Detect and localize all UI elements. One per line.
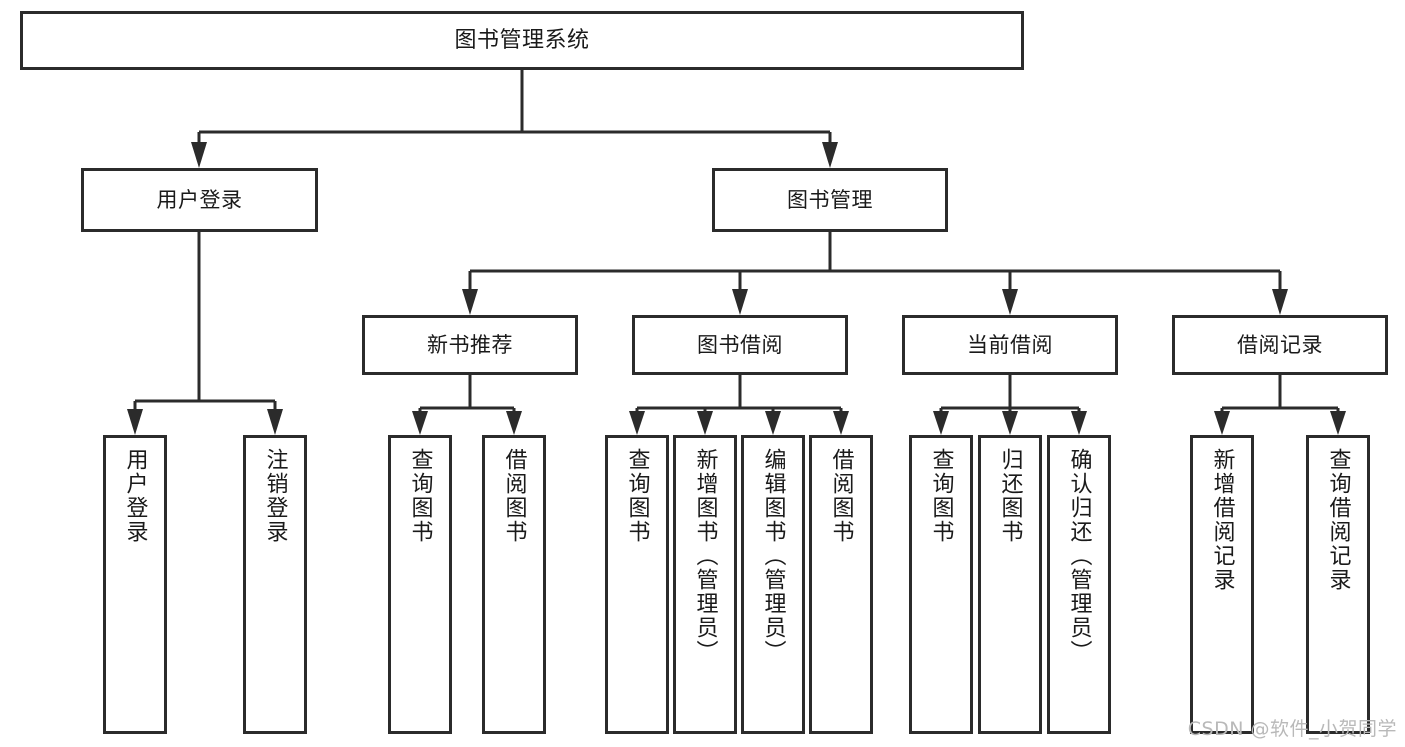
node-label: 查询图书 <box>624 448 650 544</box>
node-label: 查询借阅记录 <box>1325 448 1351 592</box>
watermark-text: CSDN @软件_小贺同学 <box>1187 718 1397 740</box>
leaf-record-add-borrow-record[interactable]: 新增借阅记录 <box>1190 435 1254 734</box>
leaf-current-query-book[interactable]: 查询图书 <box>909 435 973 734</box>
node-label: 查询图书 <box>928 448 954 544</box>
node-label: 新增图书（管理员） <box>692 448 718 664</box>
leaf-recommend-query-book[interactable]: 查询图书 <box>388 435 452 734</box>
leaf-borrow-borrow-book[interactable]: 借阅图书 <box>809 435 873 734</box>
node-label: 借阅记录 <box>1237 332 1323 357</box>
leaf-logout[interactable]: 注销登录 <box>243 435 307 734</box>
leaf-user-login[interactable]: 用户登录 <box>103 435 167 734</box>
leaf-current-return-book[interactable]: 归还图书 <box>978 435 1042 734</box>
node-book-management[interactable]: 图书管理 <box>712 168 948 232</box>
node-label: 借阅图书 <box>828 448 854 544</box>
node-label: 注销登录 <box>262 448 288 544</box>
node-current-borrow[interactable]: 当前借阅 <box>902 315 1118 375</box>
node-label: 图书借阅 <box>697 332 783 357</box>
node-label: 编辑图书（管理员） <box>760 448 786 664</box>
node-label: 用户登录 <box>156 187 243 212</box>
node-new-book-recommend[interactable]: 新书推荐 <box>362 315 578 375</box>
leaf-recommend-borrow-book[interactable]: 借阅图书 <box>482 435 546 734</box>
node-user-login[interactable]: 用户登录 <box>81 168 318 232</box>
leaf-record-query-borrow-record[interactable]: 查询借阅记录 <box>1306 435 1370 734</box>
leaf-current-confirm-return-admin[interactable]: 确认归还（管理员） <box>1047 435 1111 734</box>
node-label: 借阅图书 <box>501 448 527 544</box>
node-book-borrow[interactable]: 图书借阅 <box>632 315 848 375</box>
node-label: 查询图书 <box>407 448 433 544</box>
node-label: 新书推荐 <box>427 332 513 357</box>
node-label: 当前借阅 <box>967 332 1053 357</box>
node-label: 用户登录 <box>122 448 148 544</box>
leaf-borrow-query-book[interactable]: 查询图书 <box>605 435 669 734</box>
node-label: 确认归还（管理员） <box>1066 448 1092 664</box>
leaf-borrow-edit-book-admin[interactable]: 编辑图书（管理员） <box>741 435 805 734</box>
node-label: 图书管理系统 <box>454 27 590 53</box>
node-label: 新增借阅记录 <box>1209 448 1235 592</box>
node-root-book-management-system[interactable]: 图书管理系统 <box>20 11 1024 70</box>
node-label: 图书管理 <box>787 187 873 212</box>
node-borrow-record[interactable]: 借阅记录 <box>1172 315 1388 375</box>
node-label: 归还图书 <box>997 448 1023 544</box>
leaf-borrow-add-book-admin[interactable]: 新增图书（管理员） <box>673 435 737 734</box>
